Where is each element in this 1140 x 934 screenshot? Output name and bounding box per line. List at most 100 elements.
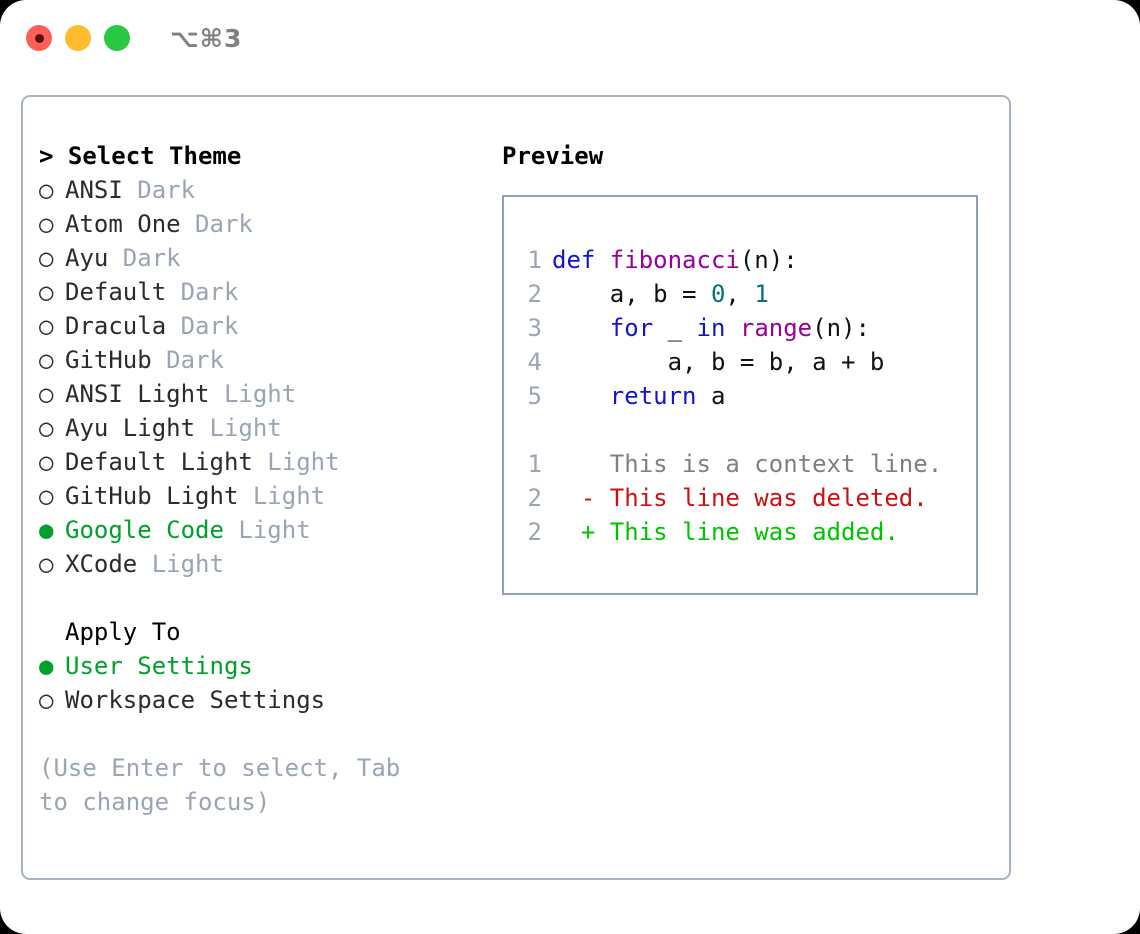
code-token: 0 [710, 280, 726, 308]
keyboard-hint-text: (Use Enter to select, Tab to change focu… [39, 754, 401, 816]
theme-category-tag: Dark [122, 176, 196, 204]
diff-sample: 1 This is a context line.2 - This line w… [516, 447, 976, 549]
theme-list-item[interactable]: ○ Ayu Dark [39, 241, 459, 275]
radio-selected-icon[interactable]: ● [39, 652, 54, 680]
minimize-window-button[interactable] [65, 25, 91, 51]
theme-list-item[interactable]: ○ Ayu Light Light [39, 411, 459, 445]
diff-line: 2 + This line was added. [516, 515, 976, 549]
traffic-lights [26, 25, 130, 51]
preview-title: Preview [502, 142, 604, 170]
code-token: for [609, 314, 654, 342]
keyboard-shortcut-label: ⌥⌘3 [170, 24, 243, 53]
radio-unselected-icon[interactable]: ○ [39, 482, 54, 510]
apply-to-option[interactable]: ○Workspace Settings [39, 683, 459, 717]
maximize-window-button[interactable] [104, 25, 130, 51]
code-token: fibonacci [609, 246, 740, 274]
radio-unselected-icon[interactable]: ○ [39, 346, 54, 374]
theme-list-item[interactable]: ○ ANSI Dark [39, 173, 459, 207]
code-token: a [696, 382, 726, 410]
diff-text: This line was added. [595, 518, 899, 546]
radio-unselected-icon[interactable]: ○ [39, 414, 54, 442]
theme-list-item[interactable]: ○ Default Dark [39, 275, 459, 309]
theme-name-label: XCode [65, 550, 138, 578]
diff-line: 1 This is a context line. [516, 447, 976, 481]
theme-category-tag: Light [223, 516, 311, 544]
apply-to-label: User Settings [65, 652, 253, 680]
theme-name-label: GitHub Light [65, 482, 239, 510]
code-token: (n): [739, 246, 798, 274]
code-line: 4 a, b = b, a + b [516, 345, 976, 379]
theme-list: ○ANSI Dark○Atom One Dark○Ayu Dark○Defaul… [39, 173, 459, 581]
apply-to-option[interactable]: ● User Settings [39, 649, 459, 683]
code-line: 5 return a [516, 379, 976, 413]
line-number: 1 [527, 450, 542, 478]
line-number: 4 [527, 348, 542, 376]
code-token: (n): [812, 314, 870, 342]
theme-category-tag: Light [238, 482, 326, 510]
theme-list-item[interactable]: ○ANSI Light Light [39, 377, 459, 411]
list-spacer [39, 581, 459, 615]
line-number: 2 [527, 280, 542, 308]
theme-category-tag: Light [137, 550, 224, 578]
theme-picker-container: > Select Theme ○ANSI Dark○Atom One Dark○… [21, 95, 1011, 880]
theme-name-label: GitHub [65, 346, 152, 374]
code-line: 2 a, b = 0, 1 [516, 277, 976, 311]
title-bar: ⌥⌘3 [0, 0, 1140, 80]
diff-line: 2 - This line was deleted. [516, 481, 976, 515]
theme-category-tag: Dark [166, 312, 239, 340]
theme-list-item[interactable]: ○ XCode Light [39, 547, 459, 581]
theme-category-tag: Light [252, 448, 340, 476]
line-number: 2 [527, 518, 542, 546]
code-line: 3 for _ in range(n): [516, 311, 976, 345]
code-token [552, 382, 610, 410]
diff-text: This line was deleted. [595, 484, 928, 512]
code-token: def [552, 246, 610, 274]
line-number: 2 [527, 484, 542, 512]
theme-name-label: Ayu [65, 244, 109, 272]
line-number: 5 [527, 382, 542, 410]
radio-unselected-icon[interactable]: ○ [39, 448, 54, 476]
theme-category-tag: Dark [151, 346, 224, 374]
theme-category-tag: Light [195, 414, 282, 442]
select-theme-header: > Select Theme [39, 142, 242, 170]
theme-name-label: Default [65, 278, 167, 306]
close-window-button[interactable] [26, 25, 52, 51]
theme-list-item[interactable]: ○Default Light Light [39, 445, 459, 479]
theme-list-item[interactable]: ○ Dracula Dark [39, 309, 459, 343]
theme-name-label: Ayu Light [65, 414, 196, 442]
theme-list-item[interactable]: ○ GitHub Dark [39, 343, 459, 377]
theme-category-tag: Dark [108, 244, 181, 272]
theme-category-tag: Light [209, 380, 297, 408]
diff-text: This is a context line. [595, 450, 943, 478]
code-token: in [696, 314, 726, 342]
theme-name-label: Atom One [65, 210, 181, 238]
radio-unselected-icon[interactable]: ○ [39, 686, 54, 714]
theme-list-item[interactable]: ●Google Code Light [39, 513, 459, 547]
theme-list-item[interactable]: ○ GitHub Light Light [39, 479, 459, 513]
radio-unselected-icon[interactable]: ○ [39, 380, 54, 408]
radio-unselected-icon[interactable]: ○ [39, 312, 54, 340]
code-token: 1 [754, 280, 769, 308]
theme-selection-column: > Select Theme ○ANSI Dark○Atom One Dark○… [39, 139, 459, 819]
apply-to-header: Apply To [65, 618, 181, 646]
diff-sign: - [552, 484, 596, 512]
radio-unselected-icon[interactable]: ○ [39, 278, 54, 306]
theme-name-label: Dracula [65, 312, 167, 340]
radio-unselected-icon[interactable]: ○ [39, 244, 54, 272]
radio-unselected-icon[interactable]: ○ [39, 550, 54, 578]
diff-sign: + [552, 518, 596, 546]
radio-unselected-icon[interactable]: ○ [39, 176, 54, 204]
code-token: _ [653, 314, 697, 342]
theme-category-tag: Dark [166, 278, 239, 306]
code-token [725, 314, 739, 342]
code-token: range [739, 314, 813, 342]
radio-unselected-icon[interactable]: ○ [39, 210, 54, 238]
hint-spacer [39, 717, 459, 743]
theme-name-label: ANSI [65, 176, 123, 204]
theme-list-item[interactable]: ○Atom One Dark [39, 207, 459, 241]
radio-selected-icon[interactable]: ● [39, 516, 54, 544]
code-token: a, b = [552, 280, 711, 308]
